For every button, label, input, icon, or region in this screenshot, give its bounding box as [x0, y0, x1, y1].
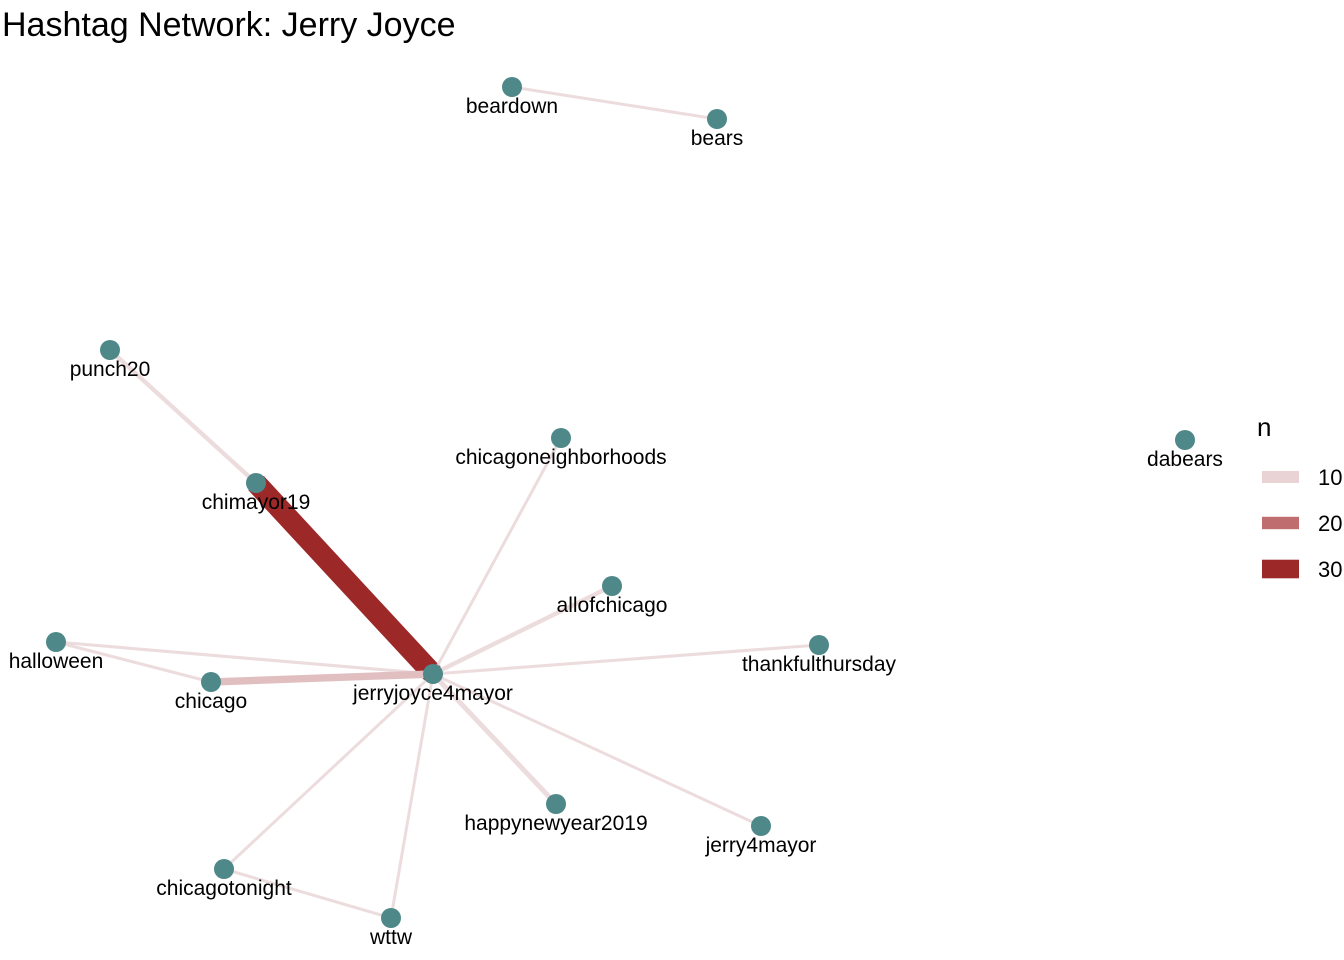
- node-label-beardown: beardown: [466, 95, 558, 118]
- nodes-layer: [46, 77, 1195, 928]
- node-dabears: [1175, 430, 1195, 450]
- edge-chimayor19-jerryjoyce4mayor: [248, 475, 441, 682]
- node-halloween: [46, 632, 66, 652]
- chart-title: Hashtag Network: Jerry Joyce: [2, 6, 456, 44]
- node-label-chimayor19: chimayor19: [202, 491, 311, 514]
- node-chicagotonight: [214, 859, 234, 879]
- node-punch20: [100, 340, 120, 360]
- node-label-dabears: dabears: [1147, 448, 1223, 471]
- legend-label-20: 20: [1318, 511, 1342, 536]
- edge-wttw-jerryjoyce4mayor: [389, 673, 435, 919]
- node-label-happynewyear2019: happynewyear2019: [464, 812, 647, 835]
- node-wttw: [381, 908, 401, 928]
- legend-label-30: 30: [1318, 557, 1342, 582]
- legend-key-20: [1262, 516, 1299, 530]
- edge-happynewyear2019-jerryjoyce4mayor: [431, 672, 558, 806]
- node-label-jerry4mayor: jerry4mayor: [705, 834, 817, 857]
- edges-layer: [55, 85, 820, 920]
- node-jerryjoyce4mayor: [423, 664, 443, 684]
- node-beardown: [502, 77, 522, 97]
- edge-chicagotonight-wttw: [223, 867, 392, 920]
- node-bears: [707, 109, 727, 129]
- node-label-allofchicago: allofchicago: [557, 594, 668, 617]
- edge-jerry4mayor-jerryjoyce4mayor: [432, 672, 762, 828]
- node-happynewyear2019: [546, 794, 566, 814]
- legend: n 10 20 30: [1257, 412, 1342, 582]
- node-label-punch20: punch20: [70, 358, 151, 381]
- legend-key-30: [1262, 559, 1299, 579]
- node-jerry4mayor: [751, 816, 771, 836]
- edge-thankfulthursday-jerryjoyce4mayor: [432, 643, 820, 676]
- node-chimayor19: [246, 473, 266, 493]
- legend-title: n: [1257, 412, 1271, 442]
- node-label-chicagotonight: chicagotonight: [156, 877, 292, 900]
- node-label-chicago: chicago: [175, 690, 247, 713]
- legend-key-10: [1262, 471, 1299, 483]
- edge-chicago-jerryjoyce4mayor: [210, 670, 434, 686]
- labels-layer: beardown bears punch20 chimayor19 chicagonei…: [9, 95, 1223, 949]
- node-thankfulthursday: [809, 635, 829, 655]
- node-allofchicago: [602, 576, 622, 596]
- node-label-thankfulthursday: thankfulthursday: [742, 653, 897, 676]
- legend-label-10: 10: [1318, 465, 1342, 490]
- edge-halloween-chicago: [55, 640, 212, 684]
- edge-chicagoneighborhoods-jerryjoyce4mayor: [431, 437, 563, 675]
- edge-punch20-chimayor19: [108, 348, 258, 485]
- node-label-wttw: wttw: [369, 926, 413, 949]
- node-label-jerryjoyce4mayor: jerryjoyce4mayor: [352, 682, 513, 705]
- node-label-chicagoneighborhoods: chicagoneighborhoods: [455, 446, 666, 469]
- edge-beardown-bears: [511, 85, 718, 121]
- edge-chicagotonight-jerryjoyce4mayor: [222, 672, 435, 871]
- node-chicago: [201, 672, 221, 692]
- node-chicagoneighborhoods: [551, 428, 571, 448]
- node-label-bears: bears: [691, 127, 744, 150]
- edge-halloween-jerryjoyce4mayor: [55, 640, 434, 676]
- edge-allofchicago-jerryjoyce4mayor: [432, 584, 613, 676]
- node-label-halloween: halloween: [9, 650, 104, 673]
